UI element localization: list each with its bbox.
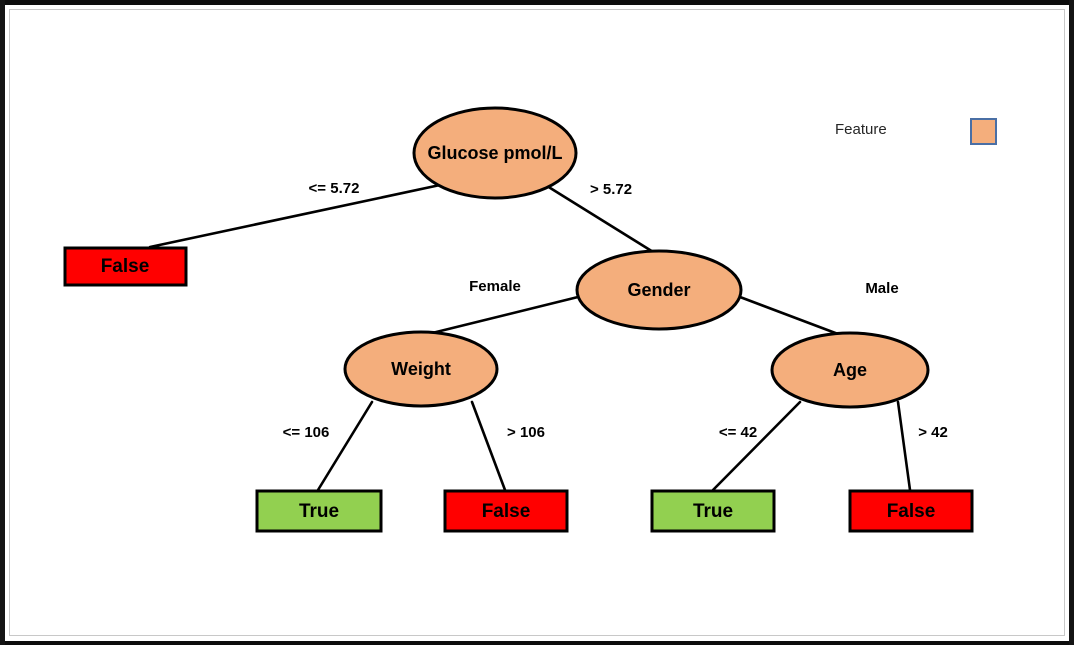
leaf-root-left-rect[interactable] [63, 246, 188, 287]
edge-age-left-line [711, 400, 802, 492]
node-gender[interactable]: Gender [575, 249, 743, 331]
leaf-root-left[interactable]: False [63, 246, 188, 287]
gender-ellipse[interactable] [575, 249, 743, 331]
leaf-weight-left-label: True [299, 501, 339, 522]
weight-label: Weight [391, 359, 451, 379]
leaf-age-right[interactable]: False [848, 489, 974, 533]
leaf-age-right-rect[interactable] [848, 489, 974, 533]
gender-label: Gender [627, 280, 690, 300]
frame-edge-bottom [0, 641, 1074, 645]
legend-swatch-feature [970, 118, 997, 145]
frame-edge-top [0, 0, 1074, 5]
edge-age-left-label: <= 42 [719, 424, 757, 441]
leaf-weight-right-label: False [482, 501, 531, 522]
edge-age-right-line [896, 400, 912, 492]
leaf-root-left-label: False [101, 256, 150, 277]
legend-label-feature: Feature [835, 121, 887, 138]
age-ellipse[interactable] [770, 331, 930, 409]
age-label: Age [833, 360, 867, 380]
leaf-weight-left[interactable]: True [255, 489, 383, 533]
edge-weight-right-line [470, 400, 507, 492]
edge-label-group: <= 5.72 > 5.72 Female Male <= 106 > 106 … [283, 180, 948, 441]
edge-gender-right-line [738, 295, 848, 339]
leaf-age-left-rect[interactable] [650, 489, 776, 533]
node-age[interactable]: Age [770, 331, 930, 409]
frame-edge-left [0, 0, 5, 645]
edge-weight-right-label: > 106 [507, 424, 545, 441]
edge-gender-right-label: Male [865, 280, 898, 297]
edge-group [148, 183, 912, 492]
leaf-age-left-label: True [693, 501, 733, 522]
edge-weight-left-label: <= 106 [283, 424, 330, 441]
edge-root-right-line [545, 184, 660, 257]
leaf-weight-right[interactable]: False [443, 489, 569, 533]
root-ellipse[interactable] [412, 106, 578, 200]
leaf-age-left[interactable]: True [650, 489, 776, 533]
frame-edge-right [1069, 0, 1074, 645]
weight-ellipse[interactable] [343, 330, 499, 408]
leaf-age-right-label: False [887, 501, 936, 522]
legend: Feature [835, 118, 997, 145]
leaf-weight-left-rect[interactable] [255, 489, 383, 533]
edge-age-right-label: > 42 [918, 424, 948, 441]
node-weight[interactable]: Weight [343, 330, 499, 408]
leaf-weight-right-rect[interactable] [443, 489, 569, 533]
edge-root-left-line [148, 183, 442, 249]
edge-weight-left-line [316, 400, 374, 492]
edge-gender-left-line [418, 295, 580, 338]
edge-root-right-label: > 5.72 [590, 181, 632, 198]
root-label: Glucose pmol/L [427, 143, 562, 163]
edge-gender-left-label: Female [469, 278, 521, 295]
node-root[interactable]: Glucose pmol/L [412, 106, 578, 200]
edge-root-left-label: <= 5.72 [309, 180, 360, 197]
